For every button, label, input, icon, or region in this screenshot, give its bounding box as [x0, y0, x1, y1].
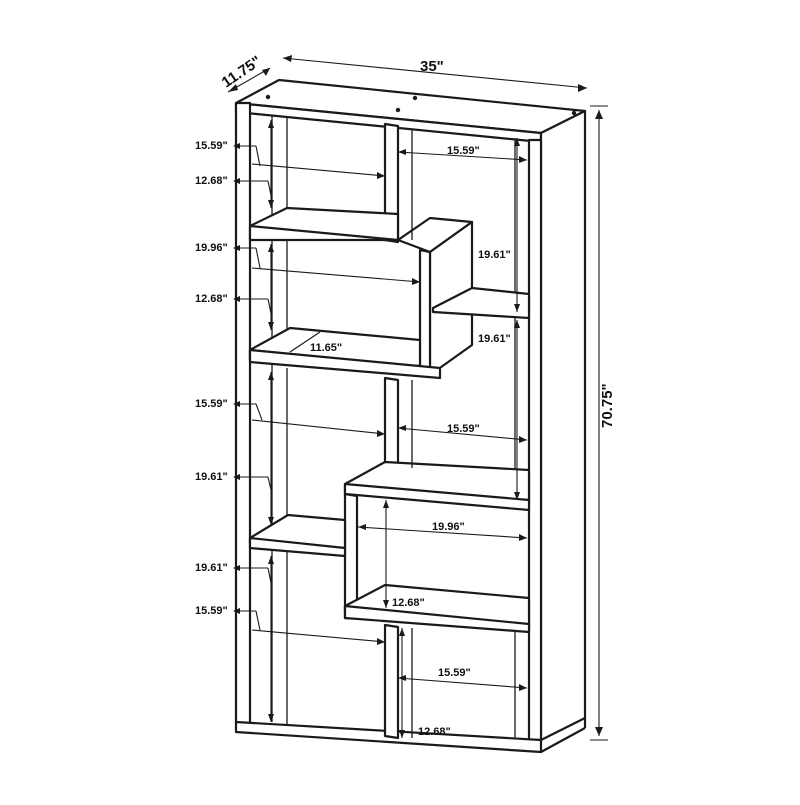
dim-mid-right-width — [397, 427, 528, 441]
lower-center-divider — [383, 623, 400, 740]
bottom-edge — [540, 727, 586, 753]
arrowhead — [262, 68, 270, 76]
lower-box-width-label: 19.96" — [432, 521, 465, 533]
arrowhead — [233, 296, 240, 302]
leader — [255, 403, 263, 421]
left-label-7: 19.61" — [195, 562, 228, 574]
screw-hole — [395, 107, 401, 113]
left-label-6: 19.61" — [195, 471, 228, 483]
arrowhead — [377, 430, 385, 437]
arrowhead — [399, 628, 405, 636]
lower-box-left — [343, 492, 359, 616]
dim-lower-left-width — [251, 629, 386, 643]
screw-hole — [265, 94, 271, 100]
arrowhead — [383, 500, 389, 508]
arrowhead — [228, 84, 238, 92]
arrowhead — [519, 684, 527, 691]
arrowhead — [233, 474, 240, 480]
arrowhead — [595, 727, 603, 736]
upper-cube-front-left — [418, 248, 432, 377]
arrowhead — [383, 600, 389, 608]
arrowhead — [268, 200, 274, 208]
arrowhead — [398, 149, 406, 155]
arrowhead — [398, 425, 406, 431]
upper-right-height-label: 19.61" — [478, 249, 511, 261]
arrowhead — [412, 278, 420, 285]
top-right-width-label: 15.59" — [447, 145, 480, 157]
leader — [255, 145, 261, 167]
left-label-3: 19.96" — [195, 242, 228, 254]
arrowhead — [514, 492, 520, 500]
arrowhead — [268, 322, 274, 330]
dim-mid-left-width-2 — [251, 419, 386, 435]
arrowhead — [268, 714, 274, 722]
right-side-panel — [539, 109, 587, 742]
arrowhead — [283, 55, 292, 62]
arrowhead — [377, 638, 385, 645]
arrowhead — [268, 556, 274, 564]
arrowhead — [578, 84, 587, 92]
arrowhead — [595, 110, 603, 119]
depth-label: 11.75" — [219, 53, 265, 92]
left-label-2: 12.68" — [195, 175, 228, 187]
left-label-5: 15.59" — [195, 398, 228, 410]
left-side-panel — [234, 101, 252, 725]
lower-box-height-label: 12.68" — [392, 597, 425, 609]
arrowhead — [233, 608, 240, 614]
arrowhead — [377, 172, 385, 179]
width-label: 35" — [420, 58, 444, 75]
arrowhead — [233, 401, 240, 407]
right-front-stile — [527, 138, 543, 742]
lower-box-bottom-front — [343, 604, 531, 634]
screw-hole — [571, 110, 577, 116]
left-label-8: 15.59" — [195, 605, 228, 617]
arrowhead — [233, 565, 240, 571]
bottom-right-height-label: 12.68" — [418, 726, 451, 738]
arrowhead — [358, 524, 366, 530]
arrowhead — [268, 120, 274, 128]
leader — [255, 247, 261, 269]
shelf-edge — [249, 224, 399, 242]
shelf-left-lower-front — [248, 536, 347, 558]
arrowhead — [514, 138, 520, 146]
dim-top-left-width — [251, 163, 386, 177]
shelf-left-upper — [248, 206, 400, 242]
lower-box-front-top — [343, 482, 531, 512]
width-dimension-line — [282, 57, 588, 89]
dim-top-right-width — [397, 151, 528, 161]
arrowhead — [514, 304, 520, 312]
arrowhead — [519, 436, 527, 443]
arrowhead — [268, 372, 274, 380]
dim-mid-left-width — [251, 267, 421, 283]
mid-right-height-label: 19.61" — [478, 333, 511, 345]
arrowhead — [399, 730, 405, 738]
arrowhead — [233, 245, 240, 251]
shelf-left-middle-front — [248, 348, 442, 380]
leader — [255, 610, 261, 631]
left-label-1: 15.59" — [195, 140, 228, 152]
arrowhead — [268, 244, 274, 252]
leader — [289, 331, 321, 353]
arrowhead — [268, 517, 274, 525]
left-label-4: 12.68" — [195, 293, 228, 305]
arrowhead — [519, 534, 527, 541]
mid-right-width-label: 15.59" — [447, 423, 480, 435]
arrowhead — [514, 320, 520, 328]
mid-left-width-label: 11.65" — [310, 342, 342, 354]
arrowhead — [519, 156, 527, 163]
shelf-right-upper — [431, 286, 531, 320]
height-label: 70.75" — [599, 383, 616, 428]
arrowhead — [233, 178, 240, 184]
bottom-right-width-label: 15.59" — [438, 667, 471, 679]
screw-hole — [412, 95, 418, 101]
dim-bottom-right-width — [397, 677, 528, 689]
arrowhead — [233, 143, 240, 149]
